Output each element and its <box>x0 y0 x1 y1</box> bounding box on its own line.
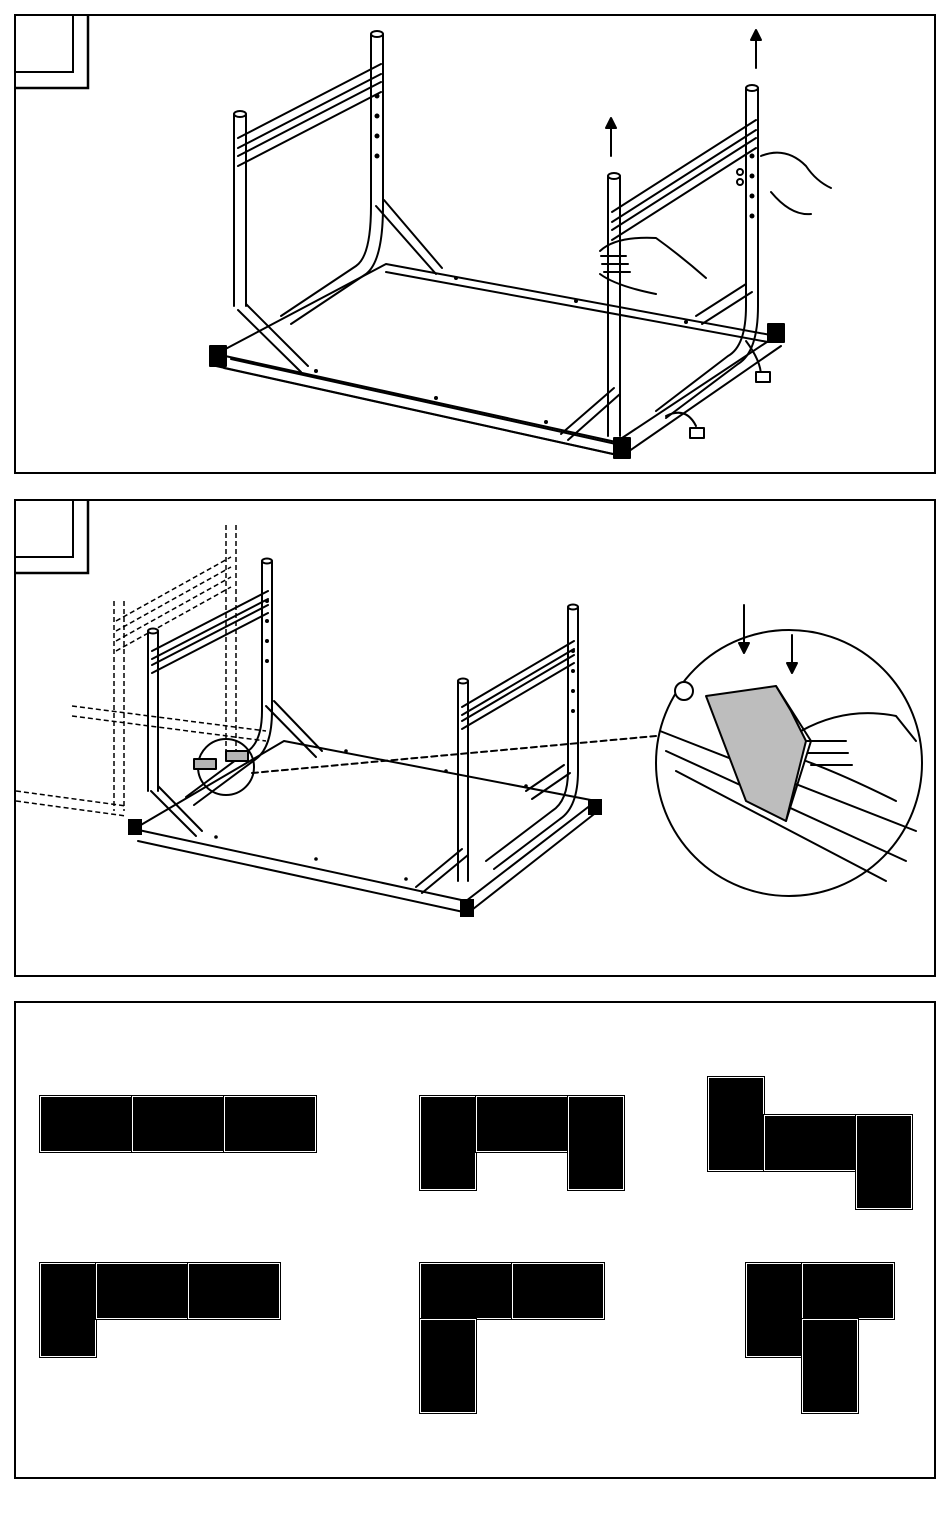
table-top <box>96 1263 188 1319</box>
assembly-step-1-panel <box>14 14 936 474</box>
step-1-number-box <box>14 14 74 73</box>
step-2-illustration <box>16 501 934 975</box>
table-top <box>802 1319 858 1413</box>
layout-t-shape <box>746 1263 896 1415</box>
table-top <box>568 1096 624 1190</box>
table-top <box>224 1096 316 1152</box>
step-2-number-box <box>14 499 74 558</box>
layout-l-shape-short <box>420 1263 610 1415</box>
table-top <box>856 1115 912 1209</box>
table-top <box>420 1096 476 1190</box>
layout-l-shape-long <box>40 1263 290 1359</box>
table-top <box>188 1263 280 1319</box>
table-layouts-panel <box>14 1001 936 1479</box>
table-top <box>512 1263 604 1319</box>
table-top <box>420 1319 476 1413</box>
table-top <box>708 1077 764 1171</box>
table-top <box>476 1096 568 1152</box>
layout-z-shape <box>708 1077 918 1211</box>
table-top <box>746 1263 802 1357</box>
table-top <box>802 1263 894 1319</box>
table-top <box>40 1096 132 1152</box>
table-top <box>764 1115 856 1171</box>
layout-u-shape <box>420 1096 630 1192</box>
table-top <box>132 1096 224 1152</box>
table-top <box>420 1263 512 1319</box>
assembly-step-2-panel <box>14 499 936 977</box>
step-1-illustration <box>16 16 934 472</box>
table-top <box>40 1263 96 1357</box>
layout-straight-row <box>40 1096 320 1154</box>
